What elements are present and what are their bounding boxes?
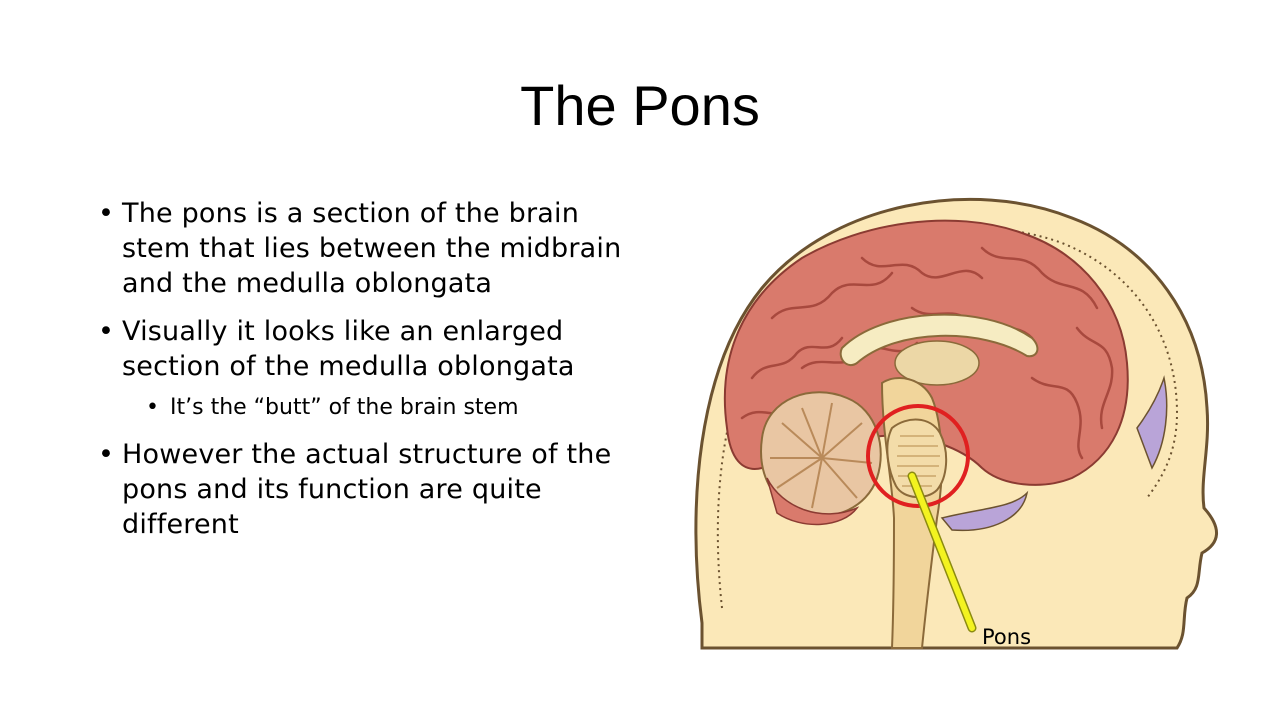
- pons-pointer-line-fill: [909, 473, 975, 631]
- purple-region: [1136, 375, 1168, 470]
- bullet-item: The pons is a section of the brain stem …: [98, 196, 638, 301]
- cerebellum: [760, 391, 882, 526]
- pons: [886, 418, 948, 498]
- sub-bullet-item: It’s the “butt” of the brain stem: [146, 393, 638, 423]
- pons-label: Pons: [982, 625, 1031, 649]
- pons-striations: [897, 435, 940, 487]
- purple-region-lower: [940, 490, 1029, 532]
- brain-sagittal-illustration: Pons: [694, 197, 1218, 650]
- corpus-callosum: [839, 313, 1039, 367]
- slide-title: The Pons: [520, 74, 760, 137]
- bullet-list: The pons is a section of the brain stem …: [98, 196, 638, 555]
- thalamus: [894, 340, 980, 386]
- bullet-item: Visually it looks like an enlarged secti…: [98, 314, 638, 384]
- pons-highlight-circle: [866, 404, 970, 508]
- bullet-item: However the actual structure of the pons…: [98, 437, 638, 542]
